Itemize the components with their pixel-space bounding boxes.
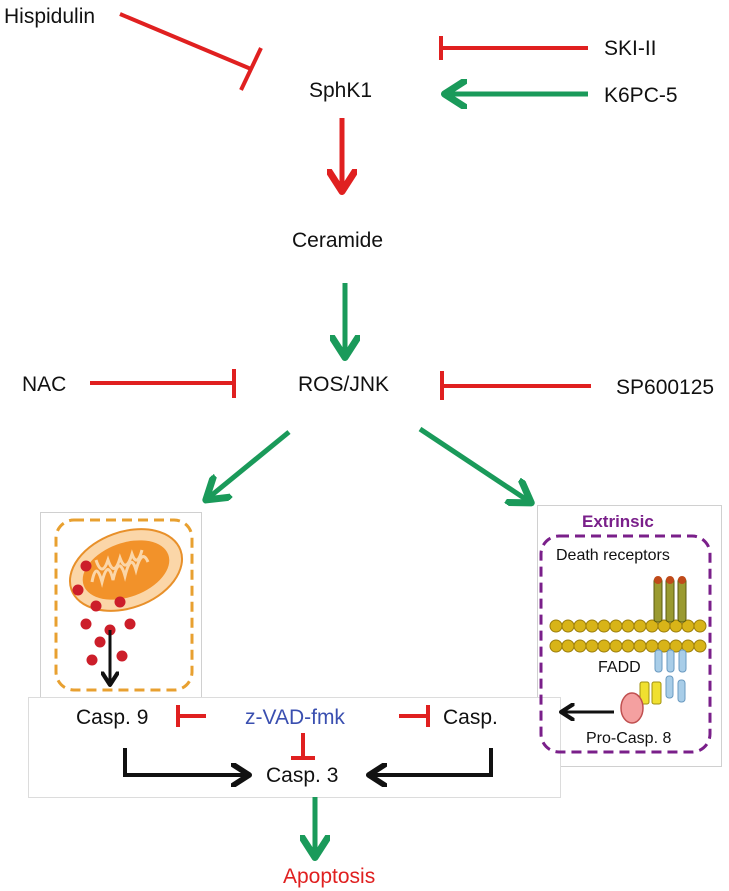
inhibit-zvad-casp3 <box>291 733 315 760</box>
casp-label: Casp. <box>443 706 498 729</box>
cytochrome-c-dots <box>72 560 136 666</box>
inhibit-zvad-casp9 <box>176 705 206 727</box>
rosjnk-label: ROS/JNK <box>298 373 390 396</box>
skiii-label: SKI-II <box>604 37 657 60</box>
sp600125-label: SP600125 <box>616 376 715 399</box>
arrow-casp9-casp3 <box>123 748 248 775</box>
membrane-icon <box>549 619 707 653</box>
fadd-label: FADD <box>598 659 641 676</box>
mitochondrion-icon <box>68 528 184 612</box>
arrow-casp-casp3 <box>370 748 493 775</box>
inhibit-hispidulin-sphk1 <box>119 12 263 91</box>
sphk1-label: SphK1 <box>309 79 373 102</box>
inhibit-zvad-casp <box>399 705 430 727</box>
apoptosis-label: Apoptosis <box>283 865 376 888</box>
inhibit-sp600125-rosjnk <box>440 371 591 400</box>
zvad-label: z-VAD-fmk <box>245 706 345 729</box>
arrow-rosjnk-extrinsic <box>418 426 530 502</box>
k6pc5-label: K6PC-5 <box>604 84 678 107</box>
mitochondria-box <box>54 518 194 692</box>
inhibit-nac-rosjnk <box>90 369 236 398</box>
inhibit-skiii-sphk1 <box>439 36 588 60</box>
death-receptors-label: Death receptors <box>556 547 670 564</box>
arrow-rosjnk-intrinsic <box>207 430 291 499</box>
pro-casp8-icon <box>620 692 644 724</box>
fadd-icon <box>639 675 686 705</box>
death-receptor-icon <box>653 576 687 673</box>
caspase-panel <box>28 697 561 798</box>
casp9-label: Casp. 9 <box>76 706 149 729</box>
extrinsic-title: Extrinsic <box>582 512 654 531</box>
ceramide-label: Ceramide <box>292 229 384 252</box>
death-receptor-box <box>539 534 712 754</box>
pro-casp8-label: Pro-Casp. 8 <box>586 730 672 747</box>
hispidulin-label: Hispidulin <box>4 5 96 28</box>
casp3-label: Casp. 3 <box>266 764 339 787</box>
nac-label: NAC <box>22 373 67 396</box>
